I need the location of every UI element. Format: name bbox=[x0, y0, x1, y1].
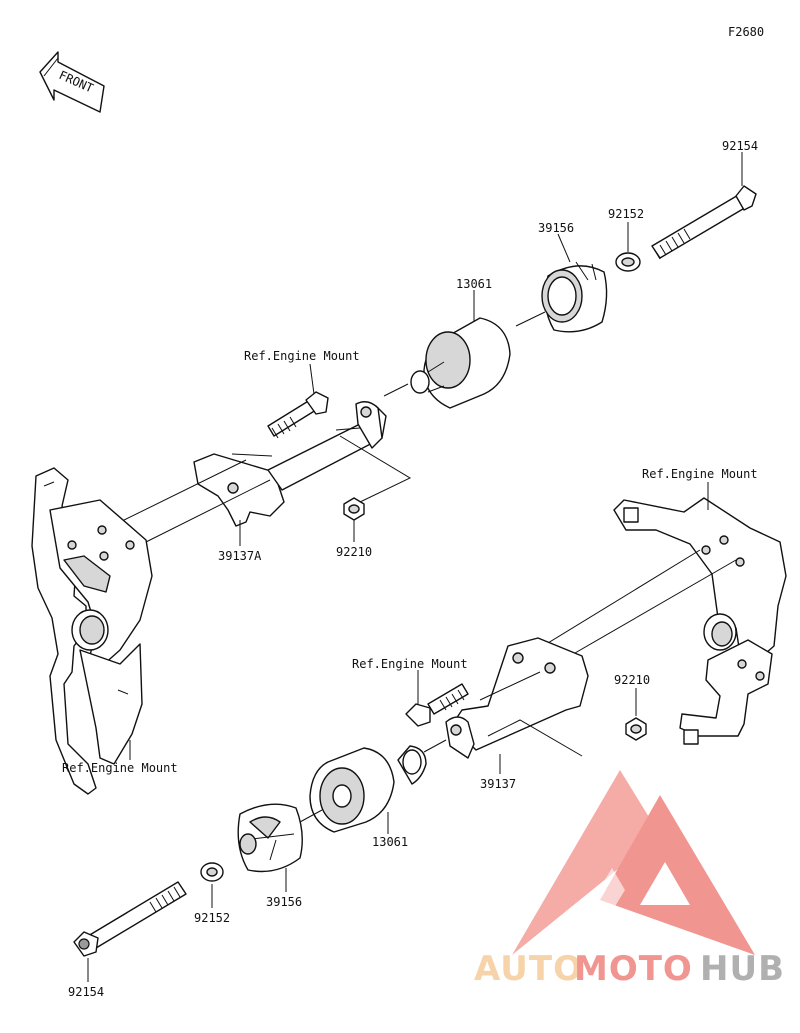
nut-92210-upper bbox=[343, 497, 365, 521]
bolt-92154-bottom bbox=[73, 881, 187, 957]
washer-92152-top bbox=[615, 252, 641, 272]
label-13061-top: 13061 bbox=[456, 277, 492, 291]
label-ref-engine-mount-lower: Ref.Engine Mount bbox=[352, 657, 468, 671]
label-92154-bottom: 92154 bbox=[68, 985, 104, 999]
label-39156-bottom: 39156 bbox=[266, 895, 302, 909]
bracket-39137A bbox=[193, 401, 387, 527]
slider-cap-39156-top bbox=[541, 261, 608, 333]
bolt-ref-engine-mount-upper bbox=[267, 391, 329, 439]
automotohub-watermark: AUTO MOTO HUB bbox=[474, 770, 785, 989]
slider-rubber-13061-top bbox=[410, 317, 511, 409]
label-ref-engine-mount-right: Ref.Engine Mount bbox=[642, 467, 758, 481]
label-39137A: 39137A bbox=[218, 549, 262, 563]
label-13061-bottom: 13061 bbox=[372, 835, 408, 849]
label-92210-upper: 92210 bbox=[336, 545, 372, 559]
label-ref-engine-mount-upper: Ref.Engine Mount bbox=[244, 349, 360, 363]
bolt-ref-engine-mount-lower bbox=[405, 683, 469, 727]
front-arrow-icon: FRONT bbox=[39, 51, 105, 113]
nut-92210-lower bbox=[625, 717, 647, 741]
label-92152-bottom: 92152 bbox=[194, 911, 230, 925]
label-92210-lower: 92210 bbox=[614, 673, 650, 687]
figure-code: F2680 bbox=[728, 25, 764, 39]
bolt-92154-top bbox=[651, 185, 757, 260]
bracket-39137 bbox=[445, 637, 589, 759]
watermark-hub: HUB bbox=[700, 949, 785, 989]
frame-left-engine-mount bbox=[31, 467, 153, 795]
watermark-moto: MOTO bbox=[574, 949, 693, 989]
label-ref-engine-mount-left: Ref.Engine Mount bbox=[62, 761, 178, 775]
label-92152-top: 92152 bbox=[608, 207, 644, 221]
label-92154-top: 92154 bbox=[722, 139, 758, 153]
label-39156-top: 39156 bbox=[538, 221, 574, 235]
frame-right-engine-mount bbox=[613, 497, 787, 745]
watermark-auto: AUTO bbox=[474, 949, 583, 989]
slider-cap-39156-bottom bbox=[237, 803, 303, 873]
label-39137: 39137 bbox=[480, 777, 516, 791]
slider-rubber-13061-bottom bbox=[309, 745, 427, 833]
washer-92152-bottom bbox=[200, 862, 224, 882]
